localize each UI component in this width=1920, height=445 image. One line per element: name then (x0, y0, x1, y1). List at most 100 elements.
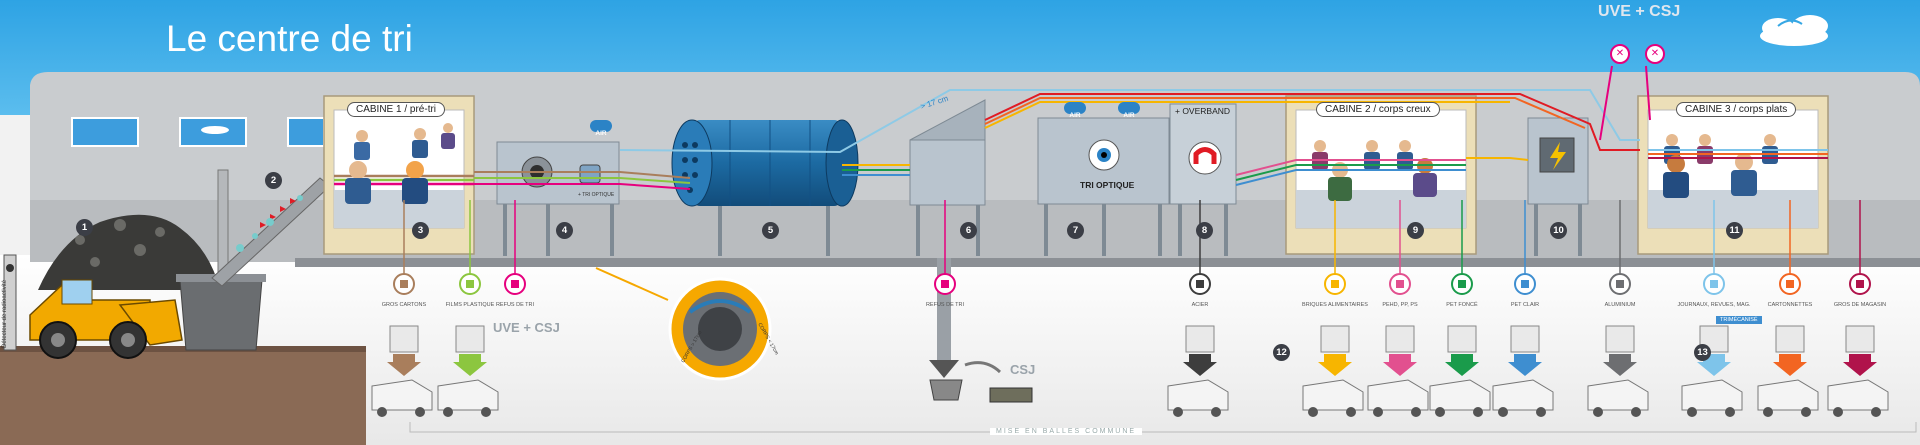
truck-wheel (481, 407, 491, 417)
reject-icon: ✕ (1645, 44, 1665, 64)
output-label: CARTONNETTES (1767, 302, 1813, 308)
bale-box (1447, 325, 1477, 353)
csj-label: CSJ (1010, 362, 1036, 377)
step-3-marker: 3 (412, 222, 429, 239)
down-arrow-icon (1773, 354, 1807, 376)
worker-icon (345, 123, 455, 204)
truck-wheel (443, 407, 453, 417)
cloud-icon (1760, 15, 1828, 46)
step-6-marker: 6 (960, 222, 977, 239)
cabin-2-label: CABINE 2 / corps creux (1316, 102, 1440, 117)
mise-en-balles-label: MISE EN BALLES COMMUNE (990, 428, 1143, 435)
bale-box (455, 325, 485, 353)
bale-box (1510, 325, 1540, 353)
step-4-marker: 4 (556, 222, 573, 239)
truck-wheel (1871, 407, 1881, 417)
window (71, 117, 139, 147)
clear-pet-icon-glyph (1521, 280, 1529, 288)
wheel-loader-icon (29, 279, 183, 359)
step-2-marker: 2 (265, 172, 282, 189)
output-label: REFUS DE TRI (495, 302, 535, 308)
radioactivity-detector (3, 254, 17, 351)
truck-wheel (1687, 407, 1697, 417)
air-badge: AIR (1064, 102, 1086, 119)
forklift-truck-icon (1827, 379, 1889, 411)
air-badge: AIR (1118, 102, 1140, 119)
output-label: FILMS PLASTIQUE (445, 302, 495, 308)
forklift-truck-icon (371, 379, 433, 411)
bale-box (1605, 325, 1635, 353)
uve-csj-label: UVE + CSJ (493, 320, 560, 335)
tri-optique-label: TRI OPTIQUE (1080, 180, 1135, 190)
forklift-truck-icon (1302, 379, 1364, 411)
reject-bin (929, 361, 1033, 403)
truck-wheel (1725, 407, 1735, 417)
truck-wheel (1346, 407, 1356, 417)
steel-icon-glyph (1196, 280, 1204, 288)
step-5-marker: 5 (762, 222, 779, 239)
truck-wheel (1308, 407, 1318, 417)
down-arrow-icon (1843, 354, 1877, 376)
trommel-detail-inset (595, 267, 772, 381)
truck-wheel (1411, 407, 1421, 417)
bale-box (1699, 325, 1729, 353)
truck-wheel (1498, 407, 1508, 417)
step-11-marker: 11 (1726, 222, 1743, 239)
truck-wheel (1593, 407, 1603, 417)
forklift-truck-icon (1681, 379, 1743, 411)
step-12-marker: 12 (1273, 344, 1290, 361)
overband-label: + OVERBAND (1175, 106, 1231, 116)
window (287, 117, 325, 147)
cardboard-icon-glyph (400, 280, 408, 288)
newspaper-icon-glyph (1710, 280, 1718, 288)
down-arrow-icon (1383, 354, 1417, 376)
bale-box (1775, 325, 1805, 353)
down-arrow-icon (1603, 354, 1637, 376)
reject-icon-glyph (941, 280, 949, 288)
aluminium-icon-glyph (1616, 280, 1624, 288)
uve-csj-top-label: UVE + CSJ (1598, 3, 1681, 20)
carton-brick-icon-glyph (1331, 280, 1339, 288)
cabin-1-label: CABINE 1 / pré-tri (347, 102, 446, 117)
unloading-pit (0, 350, 366, 445)
reject-icon-glyph (511, 280, 519, 288)
bale-box (1845, 325, 1875, 353)
down-arrow-icon (1445, 354, 1479, 376)
truck-wheel (1631, 407, 1641, 417)
output-label: ALUMINIUM (1604, 302, 1636, 308)
output-label: BRIQUES ALIMENTAIRES (1302, 302, 1368, 308)
down-arrow-icon (1318, 354, 1352, 376)
trommel (671, 119, 859, 207)
page-title: Le centre de tri (166, 18, 413, 59)
down-arrow-icon (1183, 354, 1217, 376)
dark-pet-icon-glyph (1458, 280, 1466, 288)
tri-optique-small-label: + TRI OPTIQUE (578, 192, 615, 198)
step-7-marker: 7 (1067, 222, 1084, 239)
step-8-marker: 8 (1196, 222, 1213, 239)
magnet-icon (1188, 141, 1222, 175)
truck-wheel (1211, 407, 1221, 417)
plastic-film-icon-glyph (466, 280, 474, 288)
small-carton-icon-glyph (1786, 280, 1794, 288)
truck-wheel (377, 407, 387, 417)
bale-box (389, 325, 419, 353)
truck-wheel (1373, 407, 1383, 417)
cabin-3-label: CABINE 3 / corps plats (1676, 102, 1797, 117)
output-label: REFUS DE TRI (925, 302, 965, 308)
bale-box (1320, 325, 1350, 353)
step-13-marker: 13 (1694, 344, 1711, 361)
forklift-truck-icon (1429, 379, 1491, 411)
bale-box (1185, 325, 1215, 353)
output-label: PET FONCÉ (1446, 302, 1478, 308)
eye-icon (1088, 139, 1120, 171)
truck-wheel (1763, 407, 1773, 417)
truck-wheel (1536, 407, 1546, 417)
radioactivity-detector-label: Détecteur de radioactivité (2, 279, 8, 348)
output-label: GROS DE MAGASIN (1833, 302, 1887, 308)
air-badge: AIR (590, 120, 612, 137)
step-1-marker: 1 (76, 219, 93, 236)
truck-wheel (1473, 407, 1483, 417)
feed-hopper (179, 279, 263, 351)
